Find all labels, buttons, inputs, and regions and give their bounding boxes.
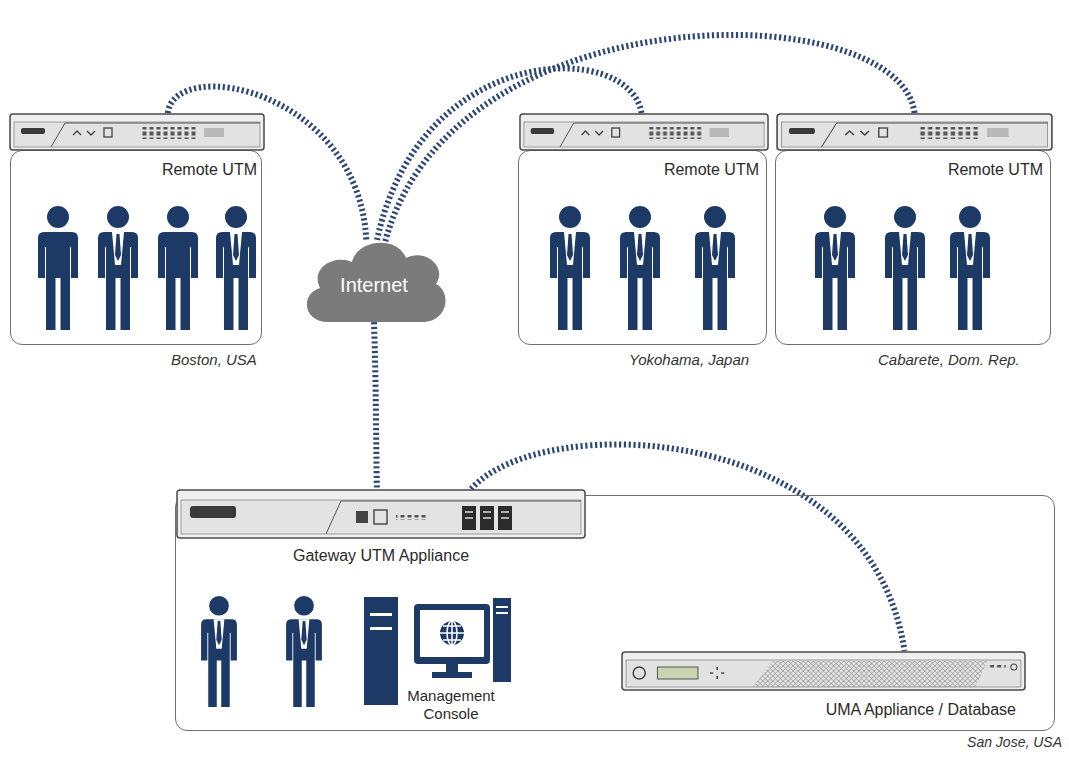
remote-utm-node: Remote UTM <box>9 113 265 185</box>
site-label: San Jose, USA <box>967 734 1062 750</box>
gateway-utm-node: Gateway UTM Appliance <box>176 489 586 571</box>
dotted-link <box>374 322 377 489</box>
person-icon <box>216 206 256 330</box>
person-icon <box>695 206 735 330</box>
person-icon <box>98 206 138 330</box>
person-icon <box>815 206 855 330</box>
node-label: Remote UTM <box>948 161 1043 179</box>
person-icon <box>950 206 990 330</box>
node-label: UMA Appliance / Database <box>826 701 1016 719</box>
node-label: Management Console <box>390 687 512 723</box>
remote-utm-appliance <box>519 113 769 151</box>
server-icon <box>364 597 398 705</box>
dotted-link <box>471 444 904 651</box>
site-label: Yokohama, Japan <box>629 351 749 368</box>
site-label: Cabarete, Dom. Rep. <box>878 351 1020 368</box>
node-label: Gateway UTM Appliance <box>176 547 586 565</box>
site-label: Boston, USA <box>171 351 257 368</box>
node-label: Internet <box>298 274 450 297</box>
uma-appliance <box>621 651 1026 691</box>
dotted-link <box>377 68 641 239</box>
remote-utm-appliance <box>776 113 1053 151</box>
site-region: San Jose, USA Gateway UTM ApplianceManag… <box>175 495 1055 731</box>
person-icon <box>38 206 78 330</box>
person-icon <box>286 596 322 707</box>
uma-node: UMA Appliance / Database <box>621 651 1026 723</box>
site-region: Cabarete, Dom. Rep. Remote UTM <box>775 150 1051 345</box>
node-label: Remote UTM <box>664 161 759 179</box>
person-icon <box>620 206 660 330</box>
gateway-utm-appliance <box>176 489 586 539</box>
site-region: Yokohama, Japan Remote UTM <box>518 150 767 345</box>
person-icon <box>885 206 925 330</box>
remote-utm-appliance <box>9 113 265 151</box>
console-label-node: Management Console <box>390 687 512 729</box>
workstation-icon <box>414 598 511 682</box>
person-icon <box>158 206 198 330</box>
site-region: Boston, USA Remote UTM <box>10 150 262 345</box>
remote-utm-node: Remote UTM <box>519 113 769 185</box>
remote-utm-node: Remote UTM <box>776 113 1053 185</box>
person-icon <box>550 206 590 330</box>
internet-node: Internet <box>298 232 450 330</box>
node-label: Remote UTM <box>162 161 257 179</box>
person-icon <box>201 596 237 707</box>
